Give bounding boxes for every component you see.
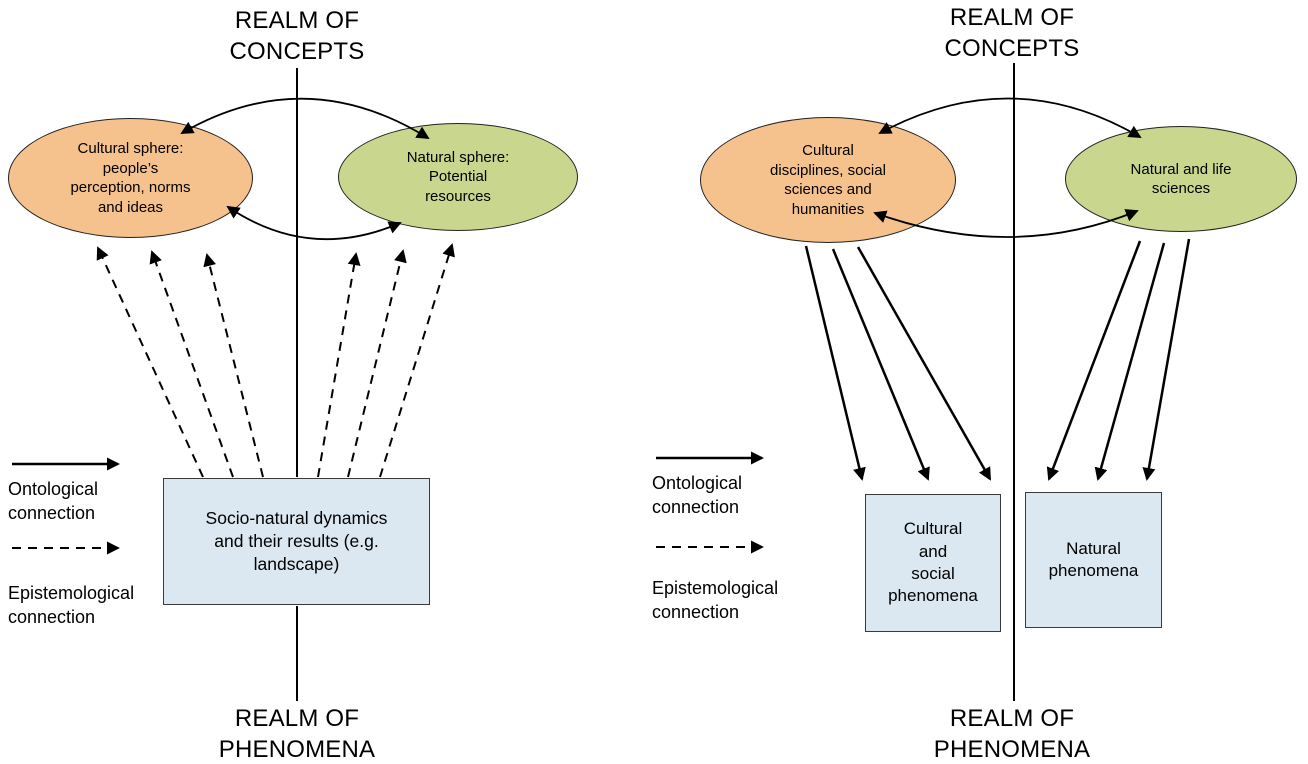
ontological-arrow-cultural-1 [804, 245, 866, 481]
ontological-arrow-cultural-2 [831, 248, 930, 481]
ontological-arrow-natural-2 [1094, 242, 1166, 481]
epistemological-arrow-6 [379, 243, 455, 478]
natural-life-sciences-ellipse: Natural and life sciences [1065, 126, 1297, 232]
epistemological-legend-label-right: Epistemological connection [652, 578, 779, 623]
realm-of-concepts-label-left: REALM OF CONCEPTS [229, 7, 365, 65]
epistemological-arrow-2 [149, 250, 234, 478]
epistemological-arrow-3 [203, 253, 264, 478]
ontological-legend-label-left: Ontological connection [8, 479, 99, 524]
ontological-arrow-cultural-3 [856, 246, 992, 481]
ontological-arrow-natural-1 [1046, 240, 1142, 481]
epistemological-arrow-4 [317, 252, 361, 478]
realm-of-phenomena-label-left: REALM OF PHENOMENA [218, 705, 376, 763]
concept-exchange-arc-top-right [878, 97, 1142, 138]
natural-sphere-ellipse: Natural sphere: Potential resources [338, 123, 578, 231]
socio-natural-dynamics-box: Socio-natural dynamics and their results… [163, 478, 430, 605]
natural-phenomena-box: Natural phenomena [1025, 492, 1162, 628]
epistemological-arrow-5 [347, 249, 407, 478]
ontological-arrow-natural-3 [1142, 238, 1191, 481]
epistemological-arrow-1 [96, 246, 204, 478]
realm-of-concepts-label-right: REALM OF CONCEPTS [944, 4, 1080, 62]
epistemological-legend-label-left: Epistemological connection [8, 583, 135, 628]
cultural-sphere-ellipse: Cultural sphere: people’s perception, no… [8, 118, 253, 238]
ontological-legend-label-right: Ontological connection [652, 473, 743, 518]
realm-of-phenomena-label-right: REALM OF PHENOMENA [933, 705, 1091, 763]
cultural-disciplines-ellipse: Cultural disciplines, social sciences an… [700, 117, 956, 243]
cultural-social-phenomena-box: Cultural and social phenomena [865, 494, 1001, 632]
